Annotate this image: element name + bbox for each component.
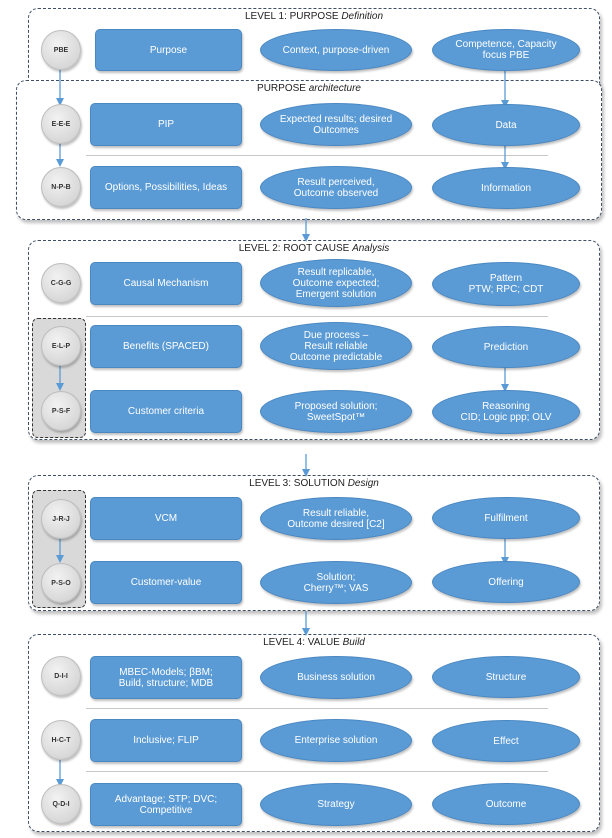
result-reliable-ellipse: Result reliable, Outcome desired [C2] (260, 497, 412, 540)
level2-title: LEVEL 2: ROOT CAUSE Analysis (238, 243, 390, 254)
customer-criteria-box: Customer criteria (90, 390, 242, 433)
effect-ellipse: Effect (432, 720, 580, 762)
separator-line (86, 708, 548, 709)
reasoning-ellipse: Reasoning CID; Logic ppp; OLV (432, 390, 580, 434)
expected-results-ellipse: Expected results; desired Outcomes (260, 103, 412, 146)
purpose-box: Purpose (95, 29, 242, 71)
information-ellipse: Information (432, 167, 580, 209)
node-eee: E-E-E (41, 104, 81, 144)
data-ellipse: Data (432, 104, 580, 146)
offering-ellipse: Offering (432, 561, 580, 603)
mbec-models-box: MBEC-Models; βBM; Build, structure; MDB (90, 656, 242, 699)
separator-line (86, 155, 548, 156)
node-elp: E-L-P (41, 326, 81, 366)
result-replicable-ellipse: Result replicable, Outcome expected; Eme… (260, 259, 412, 307)
prediction-ellipse: Prediction (432, 326, 580, 368)
result-perceived-ellipse: Result perceived, Outcome observed (260, 166, 412, 209)
node-pbe: PBE (41, 30, 81, 70)
level1-title: LEVEL 1: PURPOSE Definition (244, 11, 384, 22)
level3-title: LEVEL 3: SOLUTION Design (249, 478, 379, 489)
enterprise-solution-ellipse: Enterprise solution (260, 719, 412, 762)
context-ellipse: Context, purpose-driven (260, 29, 412, 71)
separator-line (86, 316, 548, 317)
node-jrj: J-R-J (41, 499, 81, 539)
solution-cherry-ellipse: Solution; Cherry™; VAS (260, 561, 412, 604)
benefits-box: Benefits (SPACED) (90, 325, 242, 368)
node-npb: N-P-B (41, 167, 81, 207)
proposed-solution-ellipse: Proposed solution; SweetSpot™ (260, 390, 412, 433)
causal-mechanism-box: Causal Mechanism (90, 262, 242, 305)
node-psf: P-S-F (41, 391, 81, 431)
node-cgg: C-G-G (41, 263, 81, 303)
customer-value-box: Customer-value (90, 561, 242, 604)
due-process-ellipse: Due process – Result reliable Outcome pr… (260, 322, 412, 370)
strategy-ellipse: Strategy (260, 783, 412, 826)
level4-title: LEVEL 4: VALUE Build (263, 637, 365, 648)
node-dii: D-I-I (41, 656, 81, 696)
advantage-box: Advantage; STP; DVC; Competitive (90, 783, 242, 826)
node-qdi: Q-D-I (41, 784, 81, 824)
options-box: Options, Possibilities, Ideas (90, 166, 242, 209)
node-pso: P-S-O (41, 563, 81, 603)
node-hct: H-C-T (41, 720, 81, 760)
separator-line (86, 771, 548, 772)
business-solution-ellipse: Business solution (260, 656, 412, 699)
inclusive-box: Inclusive; FLIP (90, 719, 242, 762)
competence-ellipse: Competence, Capacity focus PBE (432, 29, 580, 71)
structure-ellipse: Structure (432, 656, 580, 698)
fulfilment-ellipse: Fulfilment (432, 497, 580, 539)
purpose-architecture-title: PURPOSE architecture (257, 83, 361, 94)
outcome-ellipse: Outcome (432, 783, 580, 825)
pattern-ellipse: Pattern PTW; RPC; CDT (432, 262, 580, 306)
pip-box: PIP (90, 103, 242, 146)
vcm-box: VCM (90, 497, 242, 540)
